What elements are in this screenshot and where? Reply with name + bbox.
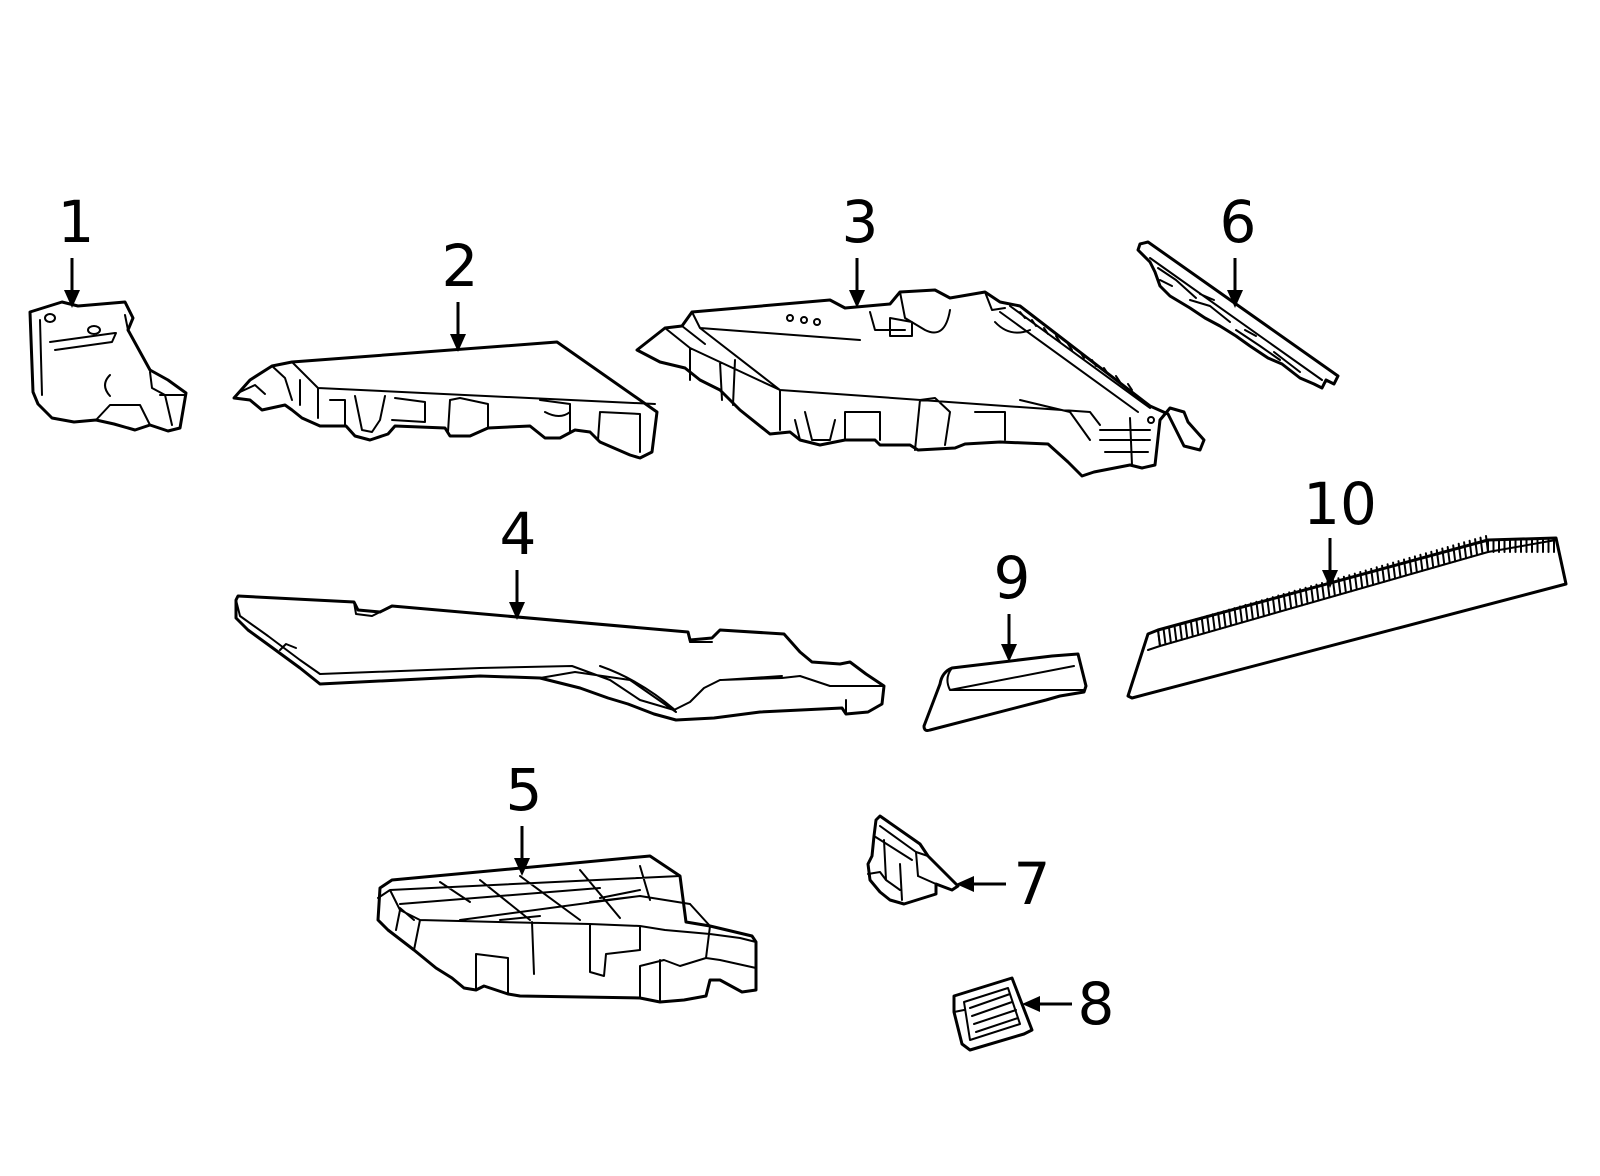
callout-2: 2 xyxy=(442,232,479,300)
callout-labels: 1 2 3 4 5 6 7 8 9 10 xyxy=(58,188,1377,1038)
arrow-6 xyxy=(1227,258,1243,308)
callout-5: 5 xyxy=(506,756,543,824)
callout-7: 7 xyxy=(1014,850,1051,918)
arrow-5 xyxy=(514,826,530,876)
callout-4: 4 xyxy=(500,500,537,568)
callout-8: 8 xyxy=(1078,970,1115,1038)
callout-10: 10 xyxy=(1303,470,1377,538)
arrow-8 xyxy=(1022,996,1072,1012)
arrow-10 xyxy=(1322,538,1338,588)
arrow-4 xyxy=(509,570,525,620)
part-2 xyxy=(232,340,659,460)
callout-9: 9 xyxy=(994,544,1031,612)
part-4 xyxy=(234,594,886,722)
part-10 xyxy=(1126,535,1568,700)
part-1 xyxy=(28,300,188,433)
part-5 xyxy=(376,854,758,1004)
part-8 xyxy=(952,976,1034,1052)
leader-arrows xyxy=(64,258,1338,1012)
arrow-2 xyxy=(450,302,466,352)
arrow-3 xyxy=(849,258,865,308)
callout-3: 3 xyxy=(842,188,879,256)
part-9 xyxy=(922,652,1088,732)
part-3 xyxy=(635,288,1206,478)
arrow-1 xyxy=(64,258,80,308)
callout-1: 1 xyxy=(58,188,95,256)
arrow-9 xyxy=(1001,614,1017,662)
arrow-7 xyxy=(956,876,1006,892)
part-7 xyxy=(866,814,960,906)
part-6 xyxy=(1136,240,1340,390)
callout-6: 6 xyxy=(1220,188,1257,256)
